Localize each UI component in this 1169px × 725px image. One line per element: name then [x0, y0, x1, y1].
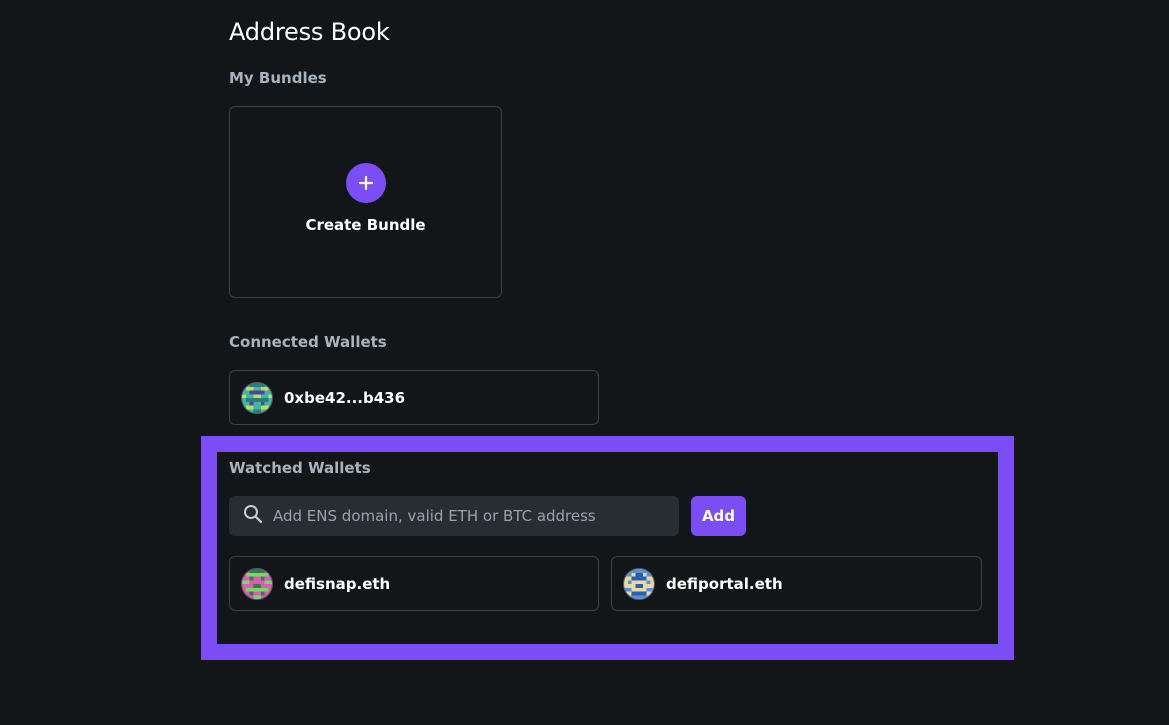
search-input[interactable] [271, 506, 665, 526]
wallet-address: 0xbe42...b436 [284, 388, 406, 407]
wallet-avatar [241, 567, 273, 600]
plus-icon[interactable] [345, 162, 386, 203]
search-icon [243, 504, 263, 528]
watched-wallets-heading: Watched Wallets [229, 459, 371, 477]
watched-wallet-card[interactable]: defiportal.eth [611, 556, 982, 611]
my-bundles-heading: My Bundles [229, 69, 327, 87]
create-bundle-card[interactable]: Create Bundle [229, 106, 502, 298]
watch-address-search[interactable] [229, 496, 679, 536]
wallet-avatar [623, 567, 655, 600]
watched-wallet-card[interactable]: defisnap.eth [229, 556, 599, 611]
connected-wallets-heading: Connected Wallets [229, 333, 387, 351]
wallet-avatar [241, 381, 273, 414]
highlight-inner-border [217, 452, 998, 644]
wallet-ens-name: defiportal.eth [666, 574, 783, 593]
page-title: Address Book [229, 18, 390, 46]
connected-wallet-card[interactable]: 0xbe42...b436 [229, 370, 599, 425]
wallet-ens-name: defisnap.eth [284, 574, 391, 593]
create-bundle-label: Create Bundle [305, 215, 426, 234]
add-button[interactable]: Add [691, 496, 746, 536]
watched-wallets-highlight [201, 436, 1014, 660]
